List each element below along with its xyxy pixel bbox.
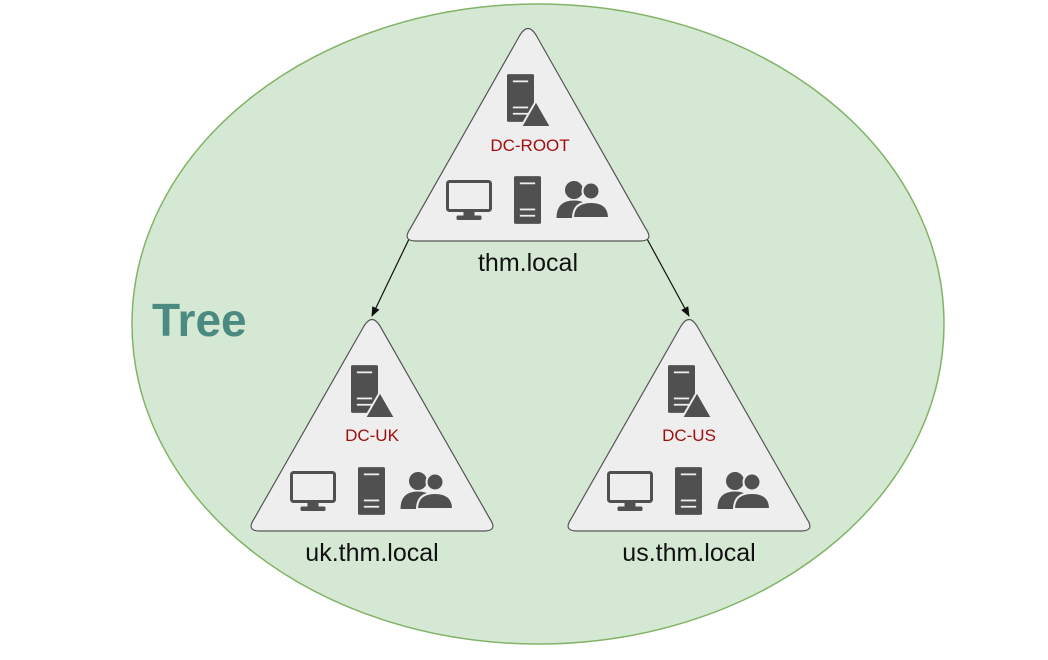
domain-uk-label: uk.thm.local (305, 539, 439, 567)
domain-node-uk (250, 318, 494, 532)
domain-controller-icon (668, 365, 714, 419)
domain-node-us (567, 318, 811, 532)
dc-root-label: DC-ROOT (490, 136, 570, 155)
domain-controller-icon (351, 365, 397, 419)
trust-arrow-root-to-uk (371, 236, 411, 317)
tree-title: Tree (152, 294, 247, 346)
domain-controller-icon (507, 74, 553, 128)
domain-root-label: thm.local (477, 249, 579, 277)
domain-nodes (250, 27, 811, 532)
dc-triangle-fill (523, 103, 549, 126)
trust-arrows (371, 236, 690, 317)
server-icon (358, 467, 385, 515)
trust-arrow-root-to-us (645, 236, 690, 317)
domain-us-label: us.thm.local (622, 539, 756, 567)
dc-triangle-fill (367, 394, 393, 417)
dc-us-label: DC-US (662, 426, 716, 445)
domain-node-root (406, 27, 650, 242)
dc-uk-label: DC-UK (345, 426, 399, 445)
server-icon (675, 467, 702, 515)
dc-triangle-fill (684, 394, 710, 417)
server-icon (514, 176, 541, 224)
